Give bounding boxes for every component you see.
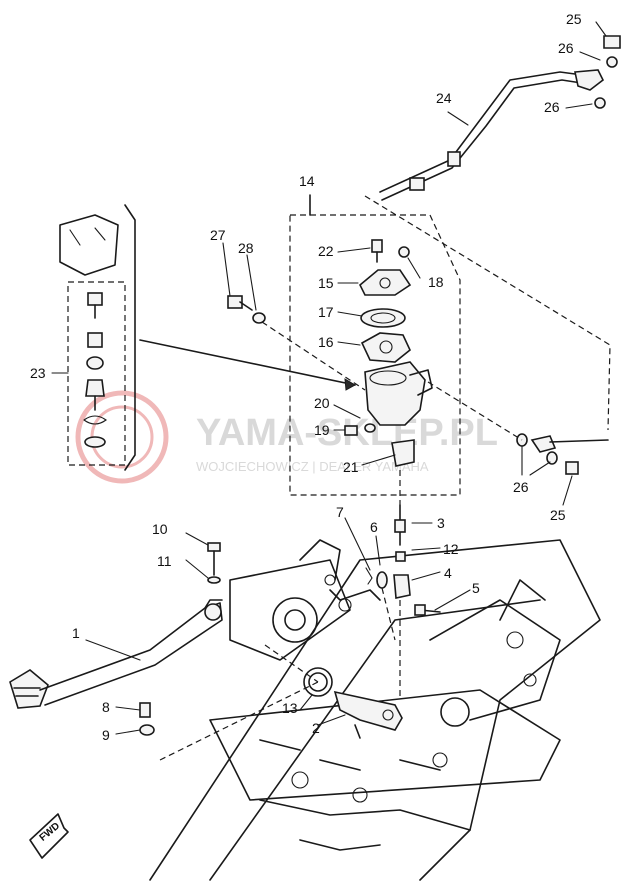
callout-18: 18: [428, 274, 444, 290]
callout-20: 20: [314, 395, 330, 411]
callout-26-bottom: 26: [513, 479, 529, 495]
bolt-8-nut-9: [139, 702, 155, 736]
brake-hose: [364, 35, 621, 431]
callout-8: 8: [102, 699, 110, 715]
master-cylinder-kit: [289, 194, 461, 496]
callout-19: 19: [314, 422, 330, 438]
callout-17: 17: [318, 304, 334, 320]
push-rod-assembly: [365, 470, 441, 700]
watermark: YAMA-SKLEP.PL WOJCIECHOWICZ | DEALER YAM…: [75, 390, 498, 484]
leader-lines: [51, 21, 607, 735]
bolt-27-washer-28: [227, 295, 366, 391]
callout-27: 27: [210, 227, 226, 243]
callout-16: 16: [318, 334, 334, 350]
watermark-subtitle: WOJCIECHOWICZ | DEALER YAMAHA: [196, 459, 429, 474]
seal-kit-23: [59, 204, 356, 471]
callout-26-top: 26: [558, 40, 574, 56]
callout-7: 7: [336, 504, 344, 520]
callout-13: 13: [282, 700, 298, 716]
callout-25-bottom: 25: [550, 507, 566, 523]
callout-2: 2: [312, 720, 320, 736]
callout-22: 22: [318, 243, 334, 259]
callout-11: 11: [157, 553, 172, 569]
callout-23: 23: [30, 365, 46, 381]
brake-pedal: [9, 599, 223, 709]
fwd-marker-text: FWD: [38, 821, 63, 844]
callout-12: 12: [443, 541, 459, 557]
pedal-bolt: [207, 542, 221, 584]
callout-26-middle: 26: [544, 99, 560, 115]
callout-5: 5: [472, 580, 480, 596]
callout-6: 6: [370, 519, 378, 535]
callout-1: 1: [72, 625, 80, 641]
callout-21: 21: [343, 459, 359, 475]
callout-28: 28: [238, 240, 254, 256]
fwd-arrow-icon: FWD: [29, 813, 69, 859]
callout-25-top: 25: [566, 11, 582, 27]
callout-24: 24: [436, 90, 452, 106]
callout-4: 4: [444, 565, 452, 581]
callout-15: 15: [318, 275, 334, 291]
callout-labels: 1 2 3 4 5 6 7 8 9 10 11 12 13 14 15 16 1…: [30, 11, 582, 743]
frame-structure: [149, 539, 601, 881]
callout-14: 14: [299, 173, 315, 189]
brake-shaft: [159, 644, 403, 761]
callout-9: 9: [102, 727, 110, 743]
banjo-fitting-lower: [427, 381, 609, 475]
callout-10: 10: [152, 521, 168, 537]
callout-3: 3: [437, 515, 445, 531]
